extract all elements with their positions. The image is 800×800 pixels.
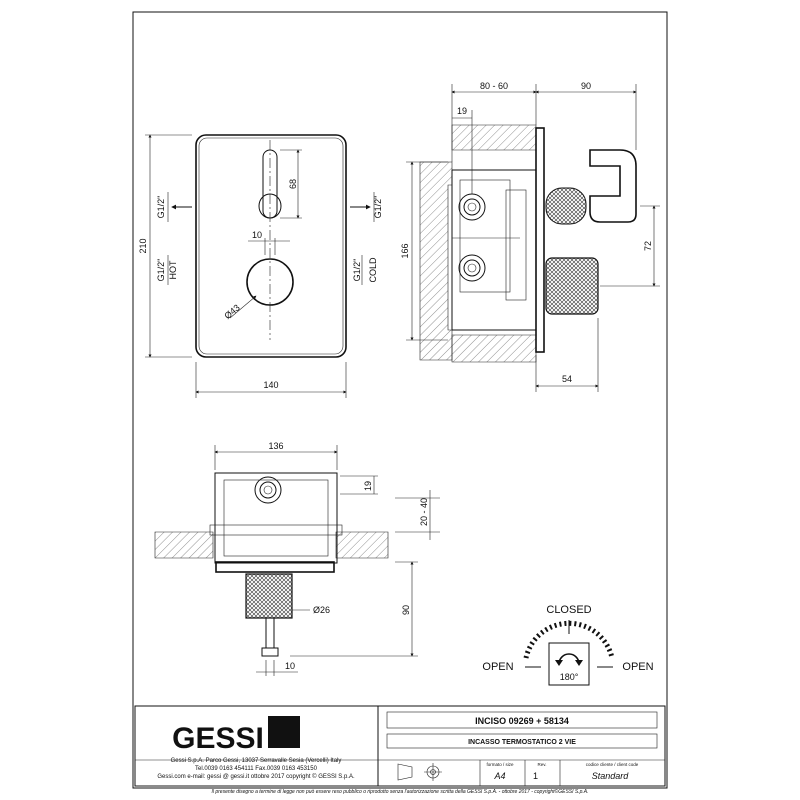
company-web: Gessi.com e-mail: gessi @ gessi.it ottob… <box>157 773 355 780</box>
mounting-plate-top <box>215 561 335 573</box>
valve-body-side <box>451 169 537 331</box>
label-180: 180° <box>560 672 579 682</box>
logo-square <box>268 716 300 748</box>
dim-136: 136 <box>268 441 283 451</box>
dim-166: 166 <box>400 243 410 258</box>
label-closed: CLOSED <box>546 604 591 616</box>
product-description: INCASSO TERMOSTATICO 2 VIE <box>468 739 576 746</box>
dim-10-top: 10 <box>285 661 295 671</box>
diverter-lever-side <box>589 149 637 223</box>
projection-symbol-icon <box>397 763 413 781</box>
format-value: A4 <box>493 771 505 781</box>
company-phone: Tel.0039 0163 454111 Fax.0039 0163 45315… <box>195 766 318 772</box>
valve-body-top <box>214 472 338 564</box>
dim-90-top: 90 <box>401 605 411 615</box>
dim-19-top: 19 <box>363 481 373 491</box>
dim-front-width: 140 <box>263 380 278 390</box>
front-view: 140 210 68 10 Ø43 G1/2" G1/2" HOT G1/2" … <box>138 134 383 398</box>
cover-plate-side <box>535 127 545 353</box>
dim-20-40: 20 - 40 <box>419 498 429 526</box>
dim-68: 68 <box>288 179 298 189</box>
cover-plate <box>195 134 347 358</box>
diverter-spindle <box>545 187 587 225</box>
port-right-top: G1/2" <box>373 196 383 219</box>
port-left-bottom: G1/2" <box>156 259 166 282</box>
product-name: INCISO 09269 + 58134 <box>475 716 569 726</box>
port-left-hot: HOT <box>168 260 178 280</box>
legal-notice: Il presente disegno a termine di legge n… <box>211 788 588 795</box>
dim-diam26: Ø26 <box>313 605 330 615</box>
side-view: 80 - 60 90 19 166 72 54 <box>400 81 660 392</box>
dim-front-height: 210 <box>138 238 148 253</box>
format-label: formato / size <box>486 762 514 767</box>
title-block: GESSI INCISO 09269 + 58134 INCASSO TERMO… <box>134 705 666 795</box>
product-box <box>386 711 658 729</box>
thermostat-knob-top <box>245 573 293 619</box>
rotate-arrow-icon <box>558 653 580 665</box>
label-open-left: OPEN <box>482 661 513 673</box>
dim-10-front: 10 <box>252 230 262 240</box>
client-value: Standard <box>592 771 630 781</box>
dim-72: 72 <box>643 241 653 251</box>
dim-90-side: 90 <box>581 81 591 91</box>
rev-label: Rev. <box>538 762 547 767</box>
rotation-diagram: CLOSED OPEN OPEN 180° <box>482 604 654 686</box>
description-box <box>386 733 658 749</box>
dim-54: 54 <box>562 374 572 384</box>
port-right-bottom: G1/2" <box>352 259 362 282</box>
sheet-border <box>132 11 668 789</box>
label-open-right: OPEN <box>622 661 653 673</box>
thermostat-knob-side <box>545 257 599 315</box>
top-view: 136 19 20 - 40 90 Ø26 10 <box>154 441 440 676</box>
logo-gessi: GESSI <box>172 722 264 755</box>
dim-80-60: 80 - 60 <box>480 81 508 91</box>
company-address: Gessi S.p.A. Parco Gessi, 13037 Serraval… <box>171 758 342 764</box>
dim-19-side: 19 <box>457 106 467 116</box>
port-left-top: G1/2" <box>156 196 166 219</box>
rev-value: 1 <box>533 771 538 781</box>
port-right-cold: COLD <box>368 257 378 283</box>
dim-diam43: Ø43 <box>222 302 241 321</box>
client-label: codice cliente / client code <box>586 762 639 767</box>
